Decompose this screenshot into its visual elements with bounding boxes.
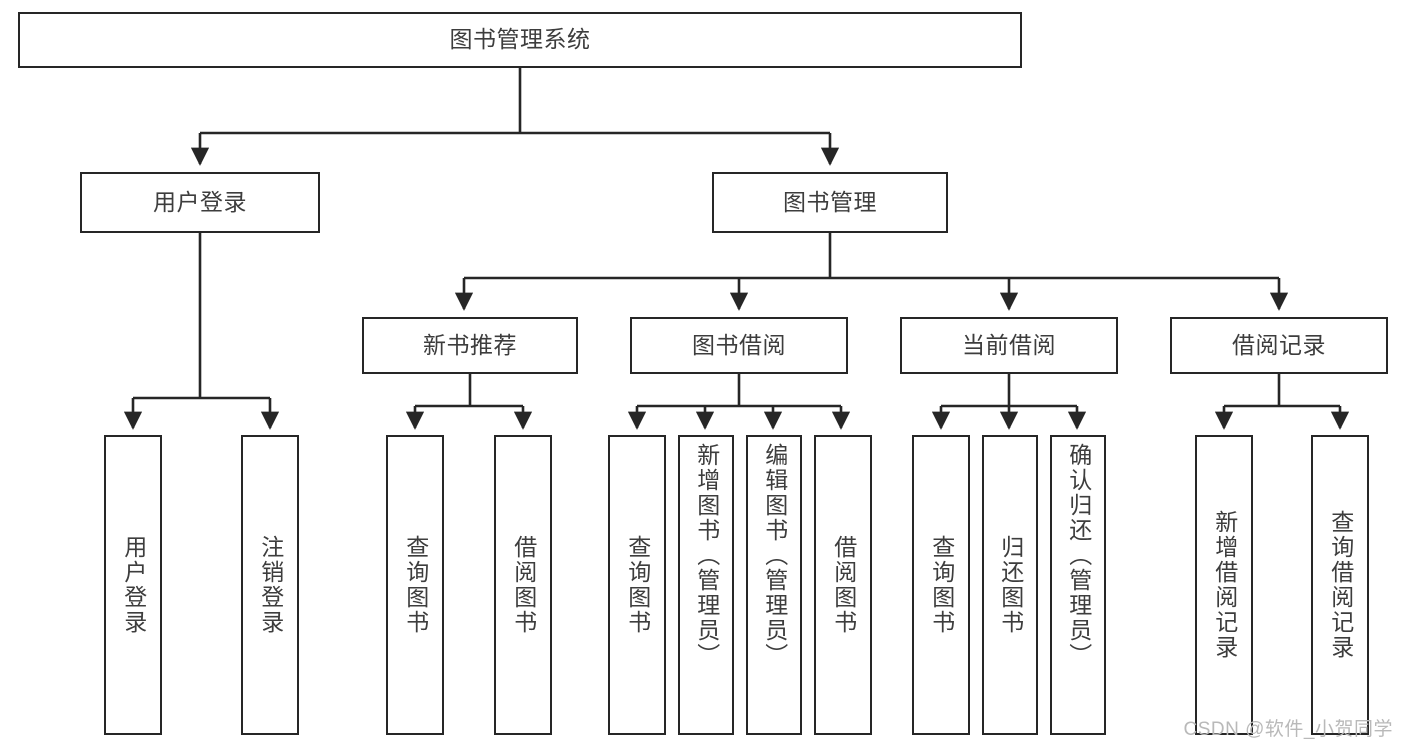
node-leaf-add-book[interactable]: 新增图书（管理员） xyxy=(678,435,734,735)
node-borrow-record[interactable]: 借阅记录 xyxy=(1170,317,1388,374)
node-leaf-query-book-borrow[interactable]: 查询图书 xyxy=(608,435,666,735)
node-root-label: 图书管理系统 xyxy=(449,26,591,53)
node-book-manage[interactable]: 图书管理 xyxy=(712,172,948,233)
node-leaf-borrow-book-rec[interactable]: 借阅图书 xyxy=(494,435,552,735)
node-leaf-edit-book-label: 编辑图书（管理员） xyxy=(761,443,788,668)
watermark-text: CSDN @软件_小贺同学 xyxy=(1183,719,1393,740)
node-borrow-record-label: 借阅记录 xyxy=(1232,331,1326,358)
node-new-book-recommend[interactable]: 新书推荐 xyxy=(362,317,578,374)
node-leaf-borrow-book-rec-label: 借阅图书 xyxy=(510,535,537,635)
node-book-borrow-label: 图书借阅 xyxy=(692,331,786,358)
node-new-book-recommend-label: 新书推荐 xyxy=(423,331,517,358)
node-leaf-user-login[interactable]: 用户登录 xyxy=(104,435,162,735)
node-leaf-edit-book[interactable]: 编辑图书（管理员） xyxy=(746,435,802,735)
node-leaf-confirm-return[interactable]: 确认归还（管理员） xyxy=(1050,435,1106,735)
node-current-borrow-label: 当前借阅 xyxy=(962,331,1056,358)
node-leaf-borrow-book-label: 借阅图书 xyxy=(830,535,857,635)
node-leaf-query-record[interactable]: 查询借阅记录 xyxy=(1311,435,1369,735)
node-leaf-add-book-label: 新增图书（管理员） xyxy=(693,443,720,668)
node-user-login-label: 用户登录 xyxy=(153,188,247,215)
node-leaf-query-record-label: 查询借阅记录 xyxy=(1327,510,1354,660)
node-leaf-query-book-rec-label: 查询图书 xyxy=(402,535,429,635)
node-leaf-add-record-label: 新增借阅记录 xyxy=(1211,510,1238,660)
node-leaf-user-logout[interactable]: 注销登录 xyxy=(241,435,299,735)
node-leaf-confirm-return-label: 确认归还（管理员） xyxy=(1065,443,1092,668)
node-leaf-query-book-cur[interactable]: 查询图书 xyxy=(912,435,970,735)
node-leaf-query-book-rec[interactable]: 查询图书 xyxy=(386,435,444,735)
node-leaf-query-book-borrow-label: 查询图书 xyxy=(624,535,651,635)
node-book-borrow[interactable]: 图书借阅 xyxy=(630,317,848,374)
node-book-manage-label: 图书管理 xyxy=(783,188,877,215)
node-user-login[interactable]: 用户登录 xyxy=(80,172,320,233)
node-root[interactable]: 图书管理系统 xyxy=(18,12,1022,68)
node-leaf-user-login-label: 用户登录 xyxy=(120,535,147,635)
node-leaf-return-book[interactable]: 归还图书 xyxy=(982,435,1038,735)
node-leaf-return-book-label: 归还图书 xyxy=(997,535,1024,635)
node-leaf-add-record[interactable]: 新增借阅记录 xyxy=(1195,435,1253,735)
node-leaf-user-logout-label: 注销登录 xyxy=(257,535,284,635)
node-leaf-query-book-cur-label: 查询图书 xyxy=(928,535,955,635)
node-current-borrow[interactable]: 当前借阅 xyxy=(900,317,1118,374)
node-leaf-borrow-book[interactable]: 借阅图书 xyxy=(814,435,872,735)
